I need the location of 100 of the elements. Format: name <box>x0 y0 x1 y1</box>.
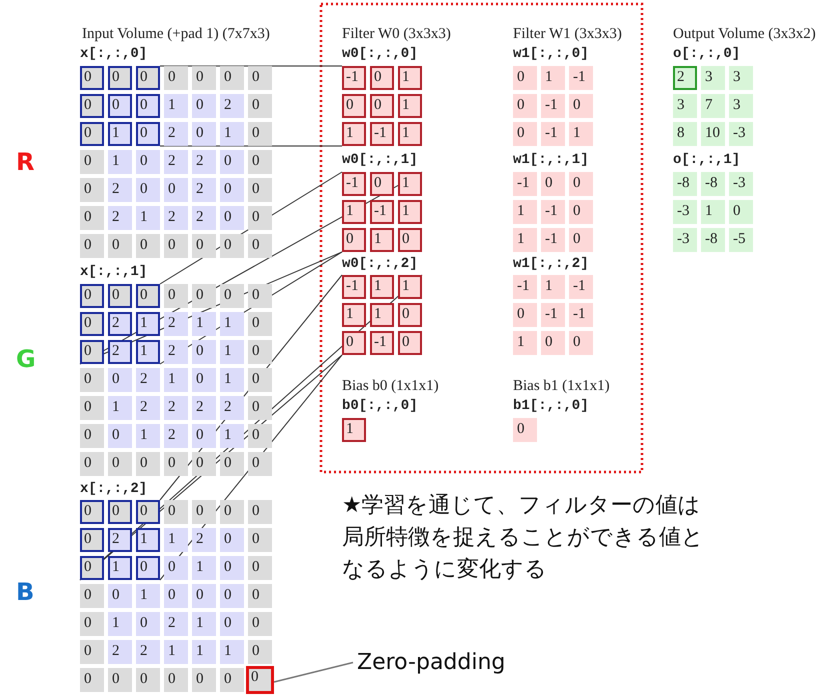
matrix-cell: 0 <box>513 94 537 118</box>
matrix-cell: 0 <box>513 418 537 442</box>
matrix-cell: 1 <box>513 228 537 252</box>
matrix-cell: 0 <box>248 528 272 552</box>
matrix-cell: 2 <box>108 206 132 230</box>
matrix-cell: 0 <box>192 94 216 118</box>
matrix-cell: 0 <box>80 150 104 174</box>
matrix-cell: 0 <box>80 396 104 420</box>
matrix-cell: 2 <box>164 612 188 636</box>
matrix-cell: 0 <box>136 178 160 202</box>
matrix-cell: 0 <box>248 584 272 608</box>
matrix-cell: 0 <box>220 284 244 308</box>
matrix-cell: 10 <box>701 122 725 146</box>
matrix-cell: 1 <box>398 66 422 90</box>
matrix-cell: 0 <box>136 556 160 580</box>
matrix-cell: 7 <box>701 94 725 118</box>
matrix-cell: 0 <box>248 206 272 230</box>
matrix-cell: 2 <box>164 424 188 448</box>
matrix-cell: 1 <box>164 368 188 392</box>
panel-title: Bias b0 (1x1x1) <box>342 378 439 395</box>
matrix-cell: 2 <box>136 396 160 420</box>
matrix-cell: 0 <box>398 331 422 355</box>
matrix-cell: 0 <box>220 500 244 524</box>
matrix-cell: 0 <box>80 284 104 308</box>
matrix-cell: 0 <box>108 424 132 448</box>
matrix-cell: 0 <box>248 424 272 448</box>
matrix-cell: 1 <box>398 172 422 196</box>
matrix-cell: -1 <box>541 303 565 327</box>
matrix-cell: 0 <box>136 94 160 118</box>
matrix-cell: 0 <box>248 178 272 202</box>
note-text: ★学習を通じて、フィルターの値は局所特徴を捉えることができる値となるように変化する <box>342 492 705 584</box>
matrix-cell: 2 <box>108 340 132 364</box>
matrix-label: w1[:,:,2] <box>513 256 589 272</box>
matrix-cell: 2 <box>192 178 216 202</box>
matrix-cell: 1 <box>136 424 160 448</box>
matrix-cell: 0 <box>192 66 216 90</box>
channel-letter: B <box>16 578 34 606</box>
matrix-cell: 0 <box>80 340 104 364</box>
matrix-cell: 0 <box>108 500 132 524</box>
matrix-cell: 1 <box>220 122 244 146</box>
matrix-cell: 0 <box>108 452 132 476</box>
matrix-cell: 0 <box>136 612 160 636</box>
matrix-cell: 2 <box>108 312 132 336</box>
matrix-cell: 1 <box>541 275 565 299</box>
matrix-cell: 1 <box>220 312 244 336</box>
matrix-cell: 0 <box>80 178 104 202</box>
channel-letter: G <box>16 345 36 373</box>
matrix-cell: 0 <box>569 228 593 252</box>
matrix-cell: 0 <box>398 228 422 252</box>
callout-label: Zero-padding <box>357 650 506 675</box>
matrix-cell: 2 <box>136 640 160 664</box>
matrix-cell: 1 <box>164 640 188 664</box>
matrix-cell: 0 <box>248 340 272 364</box>
matrix-cell: 0 <box>342 94 366 118</box>
matrix-cell: 0 <box>164 556 188 580</box>
matrix-cell: 3 <box>729 94 753 118</box>
matrix-cell: 0 <box>164 452 188 476</box>
matrix-cell: 1 <box>220 424 244 448</box>
matrix-cell: 0 <box>164 234 188 258</box>
highlighted-cell: 0 <box>246 666 274 694</box>
matrix-cell: 0 <box>220 66 244 90</box>
matrix-cell: 0 <box>80 452 104 476</box>
matrix-cell: -1 <box>342 172 366 196</box>
matrix-cell: 0 <box>164 668 188 692</box>
matrix-cell: 0 <box>248 284 272 308</box>
matrix-cell: 1 <box>136 312 160 336</box>
matrix-cell: 0 <box>108 668 132 692</box>
matrix-cell: 2 <box>164 396 188 420</box>
matrix-cell: 2 <box>192 396 216 420</box>
matrix-cell: 1 <box>220 340 244 364</box>
matrix-cell: 0 <box>80 94 104 118</box>
matrix-cell: 0 <box>80 556 104 580</box>
matrix-cell: 2 <box>108 178 132 202</box>
matrix-cell: -1 <box>370 331 394 355</box>
matrix-cell: 1 <box>192 556 216 580</box>
matrix-cell: -8 <box>701 228 725 252</box>
matrix-cell: -3 <box>729 122 753 146</box>
matrix-cell: 1 <box>370 228 394 252</box>
matrix-label: x[:,:,2] <box>80 481 148 497</box>
panel-title: Filter W0 (3x3x3) <box>342 26 451 43</box>
matrix-cell: 0 <box>192 452 216 476</box>
matrix-cell: 1 <box>220 368 244 392</box>
matrix-cell: 0 <box>80 312 104 336</box>
matrix-cell: -1 <box>569 303 593 327</box>
matrix-cell: 1 <box>192 640 216 664</box>
matrix-cell: 3 <box>673 94 697 118</box>
matrix-cell: 0 <box>220 668 244 692</box>
panel-title: Output Volume (3x3x2) <box>673 26 816 43</box>
matrix-cell: 0 <box>342 228 366 252</box>
matrix-cell: 0 <box>164 284 188 308</box>
matrix-cell: 0 <box>513 303 537 327</box>
matrix-cell: 0 <box>248 556 272 580</box>
matrix-label: x[:,:,1] <box>80 264 148 280</box>
matrix-cell: 1 <box>220 640 244 664</box>
matrix-cell: 0 <box>220 206 244 230</box>
matrix-cell: -8 <box>673 172 697 196</box>
matrix-cell: 1 <box>398 275 422 299</box>
channel-letter: R <box>16 148 34 176</box>
matrix-cell: 3 <box>701 66 725 90</box>
matrix-cell: 3 <box>729 66 753 90</box>
